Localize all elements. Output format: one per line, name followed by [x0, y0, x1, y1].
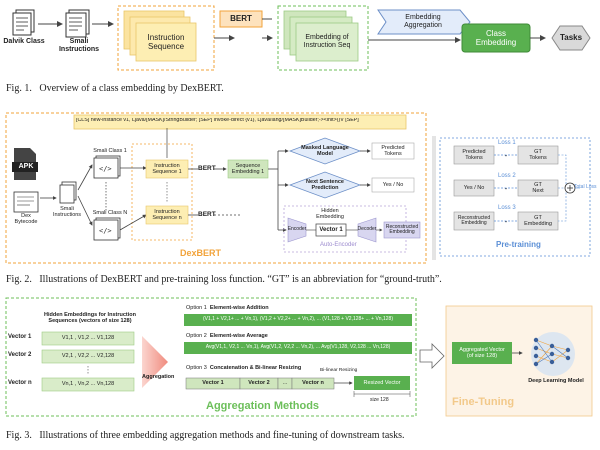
svg-text:-: -	[505, 151, 508, 160]
concat-vector-1: Vector 1	[202, 380, 224, 387]
dex-bytecode-label: Dex Bytecode	[14, 213, 38, 226]
embedding-instr-seq-label: Embedding of Instruction Seq	[303, 33, 351, 49]
option-2-title: Element-wise Average	[209, 333, 268, 339]
apk-file-icon	[12, 148, 38, 180]
fig2-caption-text: Illustrations of DexBERT and pre-trainin…	[39, 274, 442, 285]
masked-lm-label: Masked Language Model	[301, 144, 349, 157]
document-icon	[12, 9, 35, 36]
option-3-label: Option 3	[186, 365, 207, 371]
smali-doc-icon	[65, 9, 90, 38]
instruction-sequence-n: Instruction Sequence n	[152, 208, 182, 221]
option-3-title: Concatenation & Bi-linear Resizing	[209, 365, 302, 371]
fig2-caption-label: Fig. 2.	[6, 274, 32, 285]
svg-text:-: -	[505, 184, 508, 193]
fig1-caption: Fig. 1. Overview of a class embedding by…	[6, 83, 224, 94]
vector-2-values: V2,1 , V2,2 ... V2,128	[61, 353, 115, 360]
instruction-sequence-label: Instruction Sequence	[147, 32, 185, 51]
fig1-caption-text: Overview of a class embedding by DexBERT…	[39, 83, 224, 94]
apk-label: APK	[18, 163, 34, 170]
dexbert-title: DexBERT	[180, 248, 222, 258]
fig3-caption: Fig. 3. Illustrations of three embedding…	[6, 430, 405, 441]
reconstructed-embedding: Reconstructed Embedding	[385, 223, 419, 235]
loss1-label: Loss 1	[498, 140, 516, 146]
concat-dots: ...	[282, 380, 288, 387]
fig1-arrows	[12, 5, 591, 71]
tasks-label: Tasks	[559, 33, 583, 43]
dalvik-class-label: Dalvik Class	[3, 38, 45, 45]
decoder-label: Decoder	[357, 226, 377, 233]
smali-class-n-label: Smali Class N	[92, 210, 128, 216]
option-1-formula: (V1,1 + V2,1+ ... + Vn,1), (V1,2 + V2,2+…	[203, 316, 393, 323]
instruction-sequence-1: Instruction Sequence 1	[152, 162, 182, 175]
aggregation-label: Aggregation	[142, 374, 175, 380]
class-embedding-label: Class Embedding	[475, 28, 517, 47]
fig3-caption-text: Illustrations of three embedding aggrega…	[39, 430, 405, 441]
auto-encoder-label: Auto-Encoder	[320, 242, 357, 248]
option-1-title: Element-wise Addition	[209, 305, 269, 311]
loss2-label: Loss 2	[498, 173, 516, 179]
fig1-caption-label: Fig. 1.	[6, 83, 32, 94]
deep-learning-model-label: Deep Learning Model	[528, 378, 584, 384]
pt-gt-tokens: GT Tokens	[529, 148, 547, 161]
vector-1-label: Vector 1	[319, 226, 343, 233]
aggregation-methods-title: Aggregation Methods	[206, 400, 320, 412]
hidden-embedding-label: Hidden Embedding	[316, 207, 344, 220]
small-instructions-icon	[59, 181, 77, 204]
option-3: Option 3 Concatenation & Bi-linear Resiz…	[186, 365, 301, 371]
vector-2-row-label: Vector 2	[8, 352, 32, 358]
vector-1-row-label: Vector 1	[8, 334, 32, 340]
concat-vector-n: Vector n	[302, 380, 324, 387]
pre-training-title: Pre-training	[496, 240, 541, 249]
svg-text:-: -	[505, 217, 508, 226]
svg-text:</>: </>	[99, 227, 112, 235]
embedding-aggregation-label: Embedding Aggregation	[404, 13, 442, 29]
bilinear-label: Bi-linear Resizing	[320, 368, 358, 373]
option-2: Option 2 Element-wise Average	[186, 333, 268, 339]
nsp-label: Next Sentence Prediction	[306, 178, 344, 191]
predicted-tokens: Predicted Tokens	[381, 144, 405, 157]
option-1-label: Option 1	[186, 305, 207, 311]
neural-network-icon	[531, 332, 575, 376]
total-loss-label: Total Loss	[574, 184, 597, 190]
pt-gt-embedding: GT Embedding	[524, 214, 552, 227]
smali-instructions-label: Smali Instructions	[52, 206, 82, 219]
dex-bytecode-icon	[13, 191, 39, 213]
bert-label-1: BERT	[198, 165, 216, 172]
aggregated-vector: Aggregated Vector (of size 128)	[459, 346, 505, 359]
vector-1-values: V1,1 , V1,2 ... V1,128	[61, 335, 115, 342]
resized-vector: Resized Vector	[363, 379, 401, 386]
vector-n-row-label: Vector n	[8, 380, 32, 386]
pt-predicted-tokens: Predicted Tokens	[462, 148, 486, 161]
bert-label-n: BERT	[198, 211, 216, 218]
smali-class-1-icon: </>	[93, 155, 121, 179]
option-1: Option 1 Element-wise Addition	[186, 305, 269, 311]
option-2-label: Option 2	[186, 333, 207, 339]
fig2-caption: Fig. 2. Illustrations of DexBERT and pre…	[6, 274, 442, 285]
concat-vector-2: Vector 2	[248, 380, 270, 387]
vector-n-values: Vn,1 , Vn,2 ... Vn,128	[61, 381, 115, 388]
pt-reconstructed: Reconstructed Embedding	[457, 214, 491, 226]
size-128-label: size 128	[370, 397, 389, 403]
fig3-caption-label: Fig. 3.	[6, 430, 32, 441]
smali-class-1-label: Smali Class 1	[93, 148, 127, 154]
svg-text:</>: </>	[99, 165, 112, 173]
option-2-formula: Avg(V1,1, V2,1 ... Vn,1), Avg(V1,2, V2,2…	[205, 344, 391, 351]
pt-gt-next: GT Next	[532, 181, 544, 194]
smali-class-n-icon: </>	[93, 217, 121, 241]
loss3-label: Loss 3	[498, 205, 516, 211]
hidden-embeddings-title: Hidden Embeddings for Instruction Sequen…	[44, 312, 136, 325]
smali-instructions-label: Smali Instructions	[58, 38, 100, 54]
encoder-label: Encoder	[287, 226, 307, 233]
yes-no-label: Yes / No	[382, 181, 404, 188]
sequence-embedding-1: Sequence Embedding 1	[231, 162, 265, 175]
token-sequence-text: [CLS] new-instance v1, Ljava/[MASK]/Stri…	[76, 118, 359, 123]
bert-label: BERT	[230, 14, 252, 24]
pt-yes-no: Yes / No	[463, 184, 485, 191]
fine-tuning-title: Fine-Tuning	[452, 396, 515, 408]
fig2-graphics: </> </>	[5, 112, 591, 264]
